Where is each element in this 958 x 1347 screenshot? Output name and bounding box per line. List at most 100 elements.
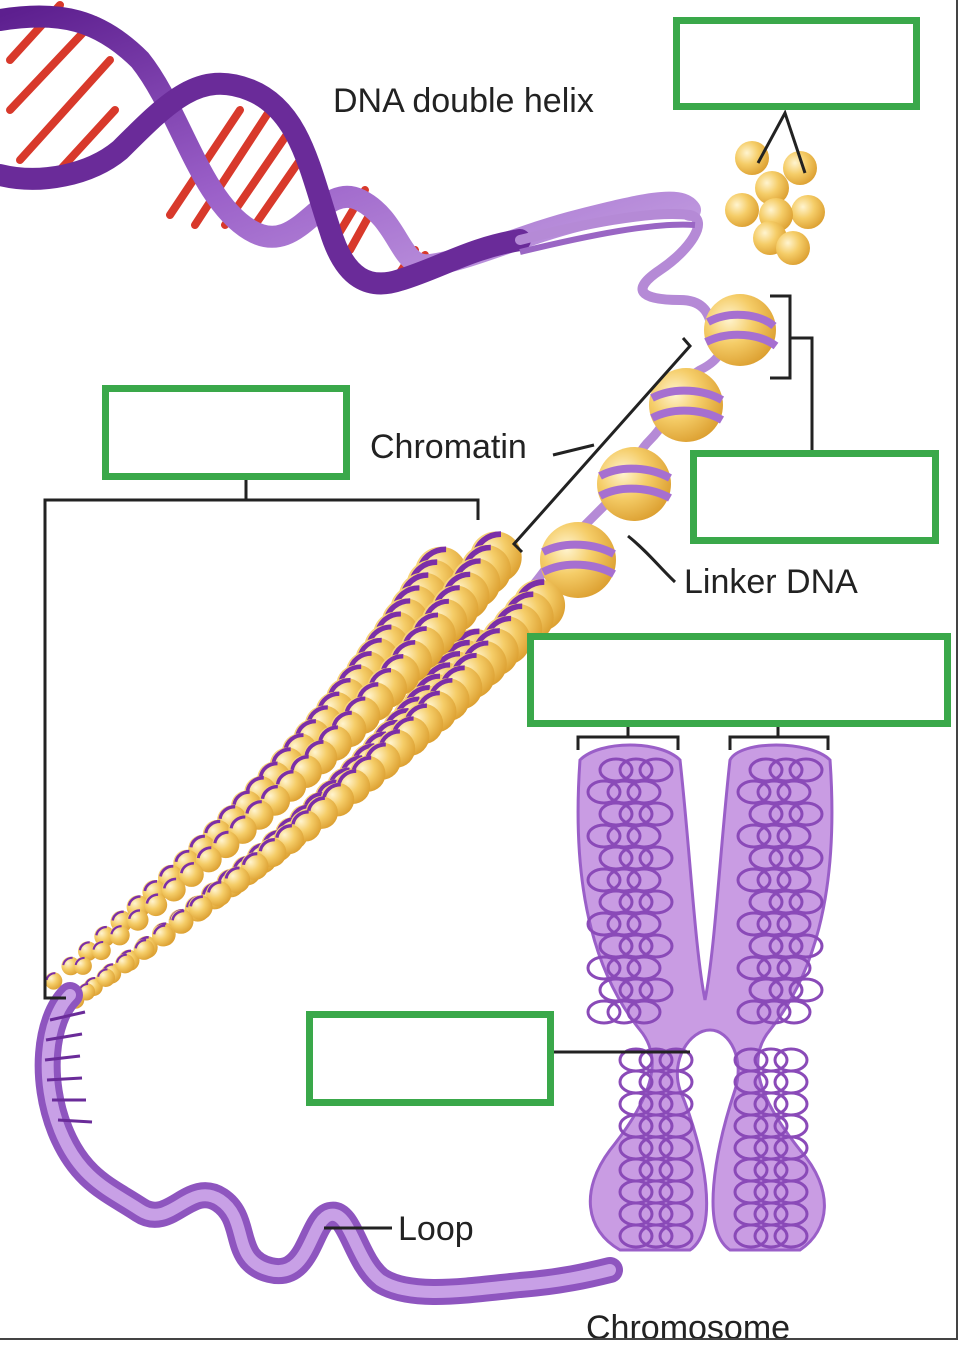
fiber-dna-wrap <box>271 747 291 764</box>
fiber-dna-wrap <box>207 880 222 893</box>
fiber-nucleosome-bead <box>133 939 155 960</box>
fiber-nucleosome-bead <box>115 953 135 974</box>
fiber-nucleosome-bead <box>78 941 98 961</box>
fiber-dna-wrap <box>92 940 104 950</box>
answer-box-chromatin-fiber[interactable] <box>102 385 350 480</box>
leader-lines <box>43 109 830 1230</box>
chromosome-loop-coil <box>638 977 674 1003</box>
fiber-dna-wrap <box>78 941 90 951</box>
chromosome-loop-coil <box>606 999 642 1025</box>
fiber-nucleosome-bead <box>152 924 174 947</box>
fiber-dna-wrap <box>180 861 194 874</box>
fiber-nucleosome-bead <box>161 877 186 902</box>
chromosome-loop-coil <box>658 1223 694 1249</box>
chromosome-loop-coil <box>736 955 772 981</box>
fiber-dna-wrap <box>145 893 159 904</box>
fiber-dna-wrap <box>189 834 206 848</box>
chromosome-loop-coil <box>753 1223 789 1249</box>
fiber-dna-wrap <box>291 810 309 825</box>
chromosome-loop-coil <box>756 999 792 1025</box>
chromosome-loop-coil <box>638 1223 674 1249</box>
fiber-dna-wrap <box>97 968 108 978</box>
fiber-dna-wrap <box>143 879 158 892</box>
answer-box-histones[interactable] <box>673 17 920 110</box>
label-dna-double-helix: DNA double helix <box>333 82 594 120</box>
chromosome-loop-coil <box>586 955 622 981</box>
chromosome-loop-coil <box>586 911 622 937</box>
fiber-dna-wrap <box>111 910 124 921</box>
fiber-dna-wrap <box>241 852 258 866</box>
fiber-dna-wrap <box>95 925 107 936</box>
fiber-dna-wrap <box>204 819 221 834</box>
fiber-dna-wrap <box>224 866 240 879</box>
fiber-dna-wrap <box>127 895 141 907</box>
fiber-nucleosome-bead <box>109 925 130 946</box>
fiber-dna-wrap <box>322 782 341 799</box>
answer-box-centromere[interactable] <box>306 1011 554 1106</box>
fiber-dna-wrap <box>306 796 326 812</box>
fiber-dna-wrap <box>134 938 147 949</box>
chromosome-loop-coil <box>586 779 622 805</box>
chromosome-loop-coil <box>788 977 824 1003</box>
fiber-dna-wrap <box>159 864 174 877</box>
chromosome-loop-coil <box>638 889 674 915</box>
fiber-dna-wrap <box>110 925 122 935</box>
fiber-nucleosome-bead <box>170 909 194 934</box>
fiber-dna-wrap <box>260 784 278 800</box>
histone-octamer-art <box>725 141 825 265</box>
chromosome-loop-coil <box>736 911 772 937</box>
label-loop: Loop <box>398 1210 474 1248</box>
fiber-dna-wrap <box>232 790 250 805</box>
fiber-dna-wrap <box>245 775 264 792</box>
chromosome-loop-coil <box>773 1223 809 1249</box>
chromosome-loop-coil <box>776 999 812 1025</box>
chromosome-loop-coil <box>736 823 772 849</box>
fiber-dna-wrap <box>258 761 278 778</box>
answer-box-sister-chromatids[interactable] <box>527 633 951 727</box>
chromosome-loop-coil <box>638 933 674 959</box>
chromosome-loop-coil <box>586 867 622 893</box>
chromatin-fiber-art <box>44 531 566 1009</box>
chromosome-loop-coil <box>788 933 824 959</box>
chromosome-loop-coil <box>733 1223 769 1249</box>
fiber-dna-wrap <box>189 895 204 907</box>
fiber-dna-wrap <box>128 909 141 920</box>
label-linker-dna: Linker DNA <box>684 563 858 601</box>
chromosome-loop-coil <box>586 823 622 849</box>
chromosome-art <box>576 743 834 1252</box>
fiber-dna-wrap <box>171 909 185 921</box>
chromosome-loop-coil <box>788 801 824 827</box>
dna-double-helix-art <box>0 1 717 335</box>
fiber-nucleosome-bead <box>96 968 115 987</box>
fiber-dna-wrap <box>304 739 324 757</box>
nucleosome-beads-art <box>516 294 779 604</box>
fiber-dna-wrap <box>163 877 177 889</box>
fiber-dna-wrap <box>62 956 73 966</box>
fiber-dna-wrap <box>74 956 85 966</box>
chromosome-loop-coil <box>638 801 674 827</box>
fiber-dna-wrap <box>153 924 166 935</box>
image-border-bottom <box>0 1338 958 1340</box>
fiber-nucleosome-bead <box>144 893 168 917</box>
fiber-dna-wrap <box>245 800 262 814</box>
image-border-right <box>956 0 958 1340</box>
fiber-dna-wrap <box>275 769 294 785</box>
chromosome-loop-coil <box>773 1091 809 1117</box>
chromosome-loop-coil <box>736 999 772 1025</box>
fiber-nucleosome-bead <box>127 909 149 931</box>
chromosome-loop-coil <box>788 889 824 915</box>
chromosome-loop-coil <box>773 1069 809 1095</box>
fiber-dna-wrap <box>318 725 339 742</box>
fiber-nucleosome-bead <box>91 941 111 961</box>
fiber-dna-wrap <box>115 953 127 963</box>
fiber-dna-wrap <box>275 824 293 839</box>
chromosome-loop-coil <box>638 845 674 871</box>
fiber-dna-wrap <box>218 805 236 820</box>
fiber-nucleosome-bead <box>179 862 204 887</box>
fiber-dna-wrap <box>229 815 246 829</box>
chromatin-loop-art <box>34 982 623 1305</box>
answer-box-nucleosome[interactable] <box>690 450 939 544</box>
fiber-dna-wrap <box>290 754 309 771</box>
